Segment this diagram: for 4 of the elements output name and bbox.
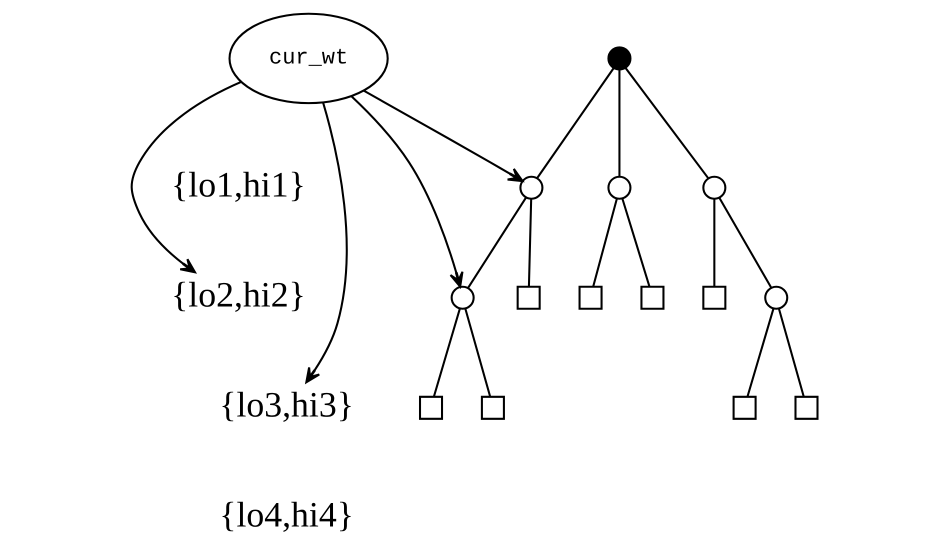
label: {lo4,hi4} (218, 494, 354, 534)
node-text: {lo3,hi3} (218, 384, 354, 424)
node-text: {lo2,hi2} (170, 274, 306, 314)
label: {lo1,hi1} (170, 164, 306, 204)
